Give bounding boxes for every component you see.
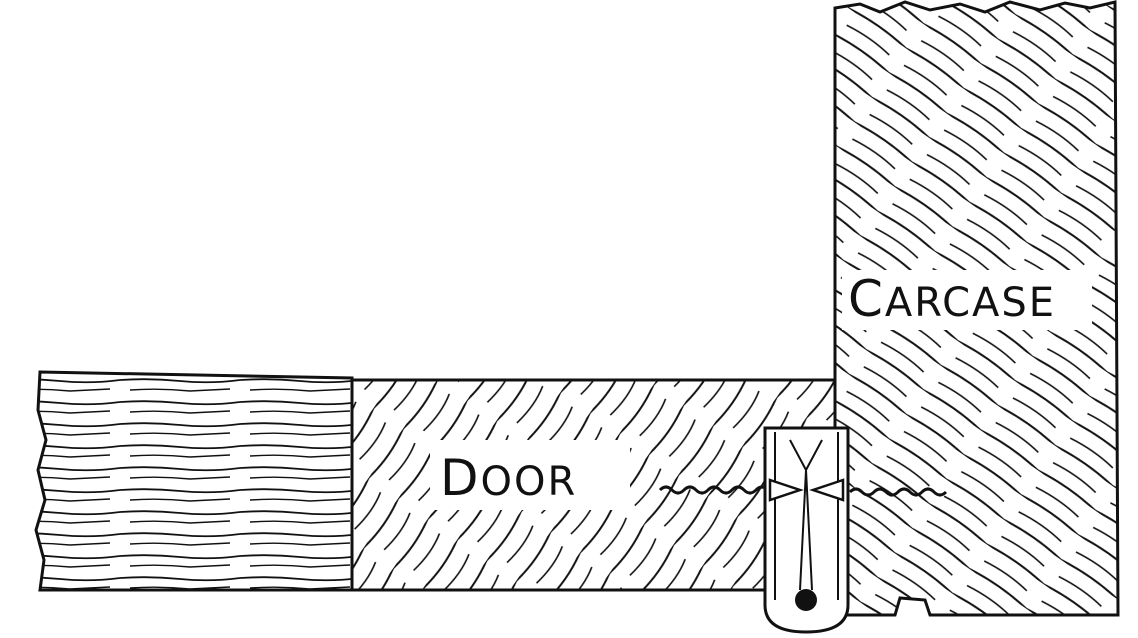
door-panel (350, 378, 837, 592)
screw-left (658, 485, 770, 495)
carcase-label: CARCASE (848, 270, 1056, 328)
carcase-label-bg (842, 270, 1092, 330)
door-label-bg (430, 440, 630, 510)
carcase-panel (833, 0, 1120, 617)
screw-right (848, 487, 948, 497)
door-end-section (34, 370, 354, 592)
door-label: DOOR (440, 449, 577, 507)
hinge-pin-icon (795, 589, 817, 611)
hinge (763, 426, 850, 634)
